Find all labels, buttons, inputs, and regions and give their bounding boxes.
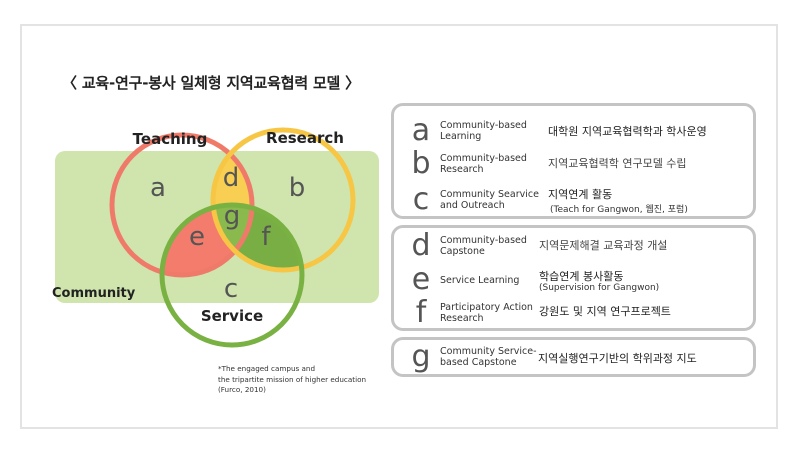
region-g-letter: g — [224, 201, 241, 231]
item-english: Community Searvice and Outreach — [440, 189, 539, 211]
item-d: d Community-based Capstone — [408, 228, 527, 263]
note-line: *The engaged campus and — [218, 364, 316, 373]
item-english: Community-based Research — [440, 153, 527, 175]
box-d-e-f: d Community-based Capstone 지역문제해결 교육과정 개… — [391, 225, 756, 331]
item-letter: d — [411, 228, 431, 263]
box-a-b-c: a Community-based Learning 대학원 지역교육협력학과 … — [391, 103, 756, 219]
diagram-title: 〈 교육-연구-봉사 일체형 지역교육협력 모델 〉 — [62, 74, 360, 92]
note-line: the tripartite mission of higher educati… — [218, 374, 367, 384]
item-c: c Community Searvice and Outreach — [408, 185, 539, 215]
item-korean: 강원도 및 지역 연구프로젝트 — [539, 305, 671, 318]
item-english: Community-based Capstone — [440, 235, 527, 257]
item-letter: c — [412, 182, 430, 217]
research-circle — [210, 127, 356, 273]
community-label: Community — [52, 286, 136, 301]
service-circle — [159, 202, 305, 348]
item-english: Service Learning — [440, 274, 520, 286]
item-korean: 지역실행연구기반의 학위과정 지도 — [538, 352, 697, 365]
item-letter: a — [411, 113, 431, 148]
region-e-letter: e — [189, 222, 205, 252]
research-label: Research — [266, 129, 344, 147]
item-subtext: (Teach for Gangwon, 웹진, 포럼) — [550, 205, 688, 215]
service-label: Service — [201, 307, 263, 325]
region-c-letter: c — [224, 274, 238, 304]
slide-frame — [20, 24, 778, 429]
item-english: Community-based Learning — [440, 120, 527, 142]
item-letter: e — [411, 262, 431, 297]
item-english: Participatory Action Research — [440, 302, 533, 324]
region-d-letter: d — [223, 163, 240, 193]
item-korean: 학습연계 봉사활동 — [539, 270, 624, 283]
citation-note: *The engaged campus and the tripartite m… — [218, 364, 366, 396]
item-korean: 대학원 지역교육협력학과 학사운영 — [548, 125, 707, 138]
item-english: Community Service- based Capstone — [440, 346, 537, 368]
item-g: g Community Service- based Capstone — [408, 339, 537, 374]
region-f-letter: f — [261, 222, 271, 252]
item-letter: b — [411, 146, 431, 181]
item-a: a Community-based Learning — [408, 116, 527, 146]
item-subtext: (Supervision for Gangwon) — [539, 283, 660, 293]
item-korean: 지역문제해결 교육과정 개설 — [539, 239, 668, 252]
item-letter: g — [411, 339, 431, 374]
item-f: f Participatory Action Research — [408, 298, 533, 328]
teaching-label: Teaching — [133, 130, 208, 148]
item-e: e Service Learning — [408, 262, 520, 297]
item-letter: f — [415, 295, 427, 330]
box-g: g Community Service- based Capstone 지역실행… — [391, 337, 756, 377]
region-a-letter: a — [150, 173, 166, 203]
item-korean: 지역교육협력학 연구모델 수립 — [548, 157, 687, 170]
teaching-circle — [109, 132, 255, 278]
item-korean: 지역연계 활동 — [548, 188, 613, 201]
note-line: (Furco, 2010) — [218, 385, 266, 394]
item-b: b Community-based Research — [408, 146, 527, 181]
region-b-letter: b — [289, 173, 306, 203]
